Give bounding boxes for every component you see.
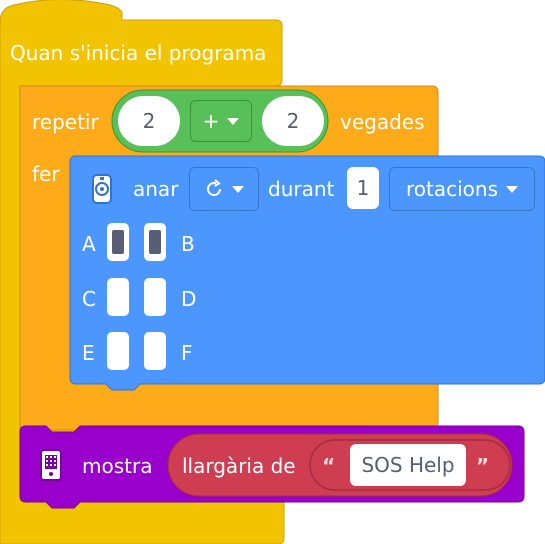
port-f-label: F xyxy=(181,341,193,365)
port-b-label: B xyxy=(181,232,195,256)
clockwise-icon xyxy=(207,179,221,196)
port-c-toggle[interactable] xyxy=(107,278,129,316)
motor-icon xyxy=(91,173,113,205)
quote-close-icon: ” xyxy=(476,454,490,478)
display-label: mostra xyxy=(82,454,153,478)
times-label: vegades xyxy=(340,110,425,134)
amount-input[interactable]: 1 xyxy=(347,167,379,209)
port-c-label: C xyxy=(82,287,96,311)
operator-symbol: + xyxy=(202,109,220,133)
port-b-selected xyxy=(149,230,161,254)
port-a-toggle[interactable] xyxy=(107,223,129,261)
length-label: llargària de xyxy=(182,454,296,478)
port-e-label: E xyxy=(82,341,95,365)
operand-a-input[interactable]: 2 xyxy=(118,96,180,146)
repeat-label: repetir xyxy=(32,110,99,134)
display-icon xyxy=(39,448,63,482)
text-input[interactable]: SOS Help xyxy=(350,444,466,486)
port-d-toggle[interactable] xyxy=(144,278,166,316)
hat-label: Quan s'inicia el programa xyxy=(10,41,267,65)
chevron-down-icon xyxy=(227,117,240,125)
go-label: anar xyxy=(133,177,179,201)
unit-label: rotacions xyxy=(405,177,498,201)
unit-dropdown[interactable]: rotacions xyxy=(389,167,535,211)
chevron-down-icon xyxy=(506,185,518,193)
quote-open-icon: “ xyxy=(322,454,336,478)
port-a-label: A xyxy=(82,232,96,256)
for-label: durant xyxy=(268,177,335,201)
do-label: fer xyxy=(32,162,60,186)
port-d-label: D xyxy=(181,287,197,311)
direction-dropdown[interactable] xyxy=(189,167,259,211)
port-f-toggle[interactable] xyxy=(144,332,166,370)
operator-dropdown[interactable]: + xyxy=(190,100,252,142)
port-b-toggle[interactable] xyxy=(144,223,166,261)
port-a-selected xyxy=(112,230,124,254)
port-e-toggle[interactable] xyxy=(107,332,129,370)
operand-b-input[interactable]: 2 xyxy=(262,96,324,146)
chevron-down-icon xyxy=(232,185,244,193)
